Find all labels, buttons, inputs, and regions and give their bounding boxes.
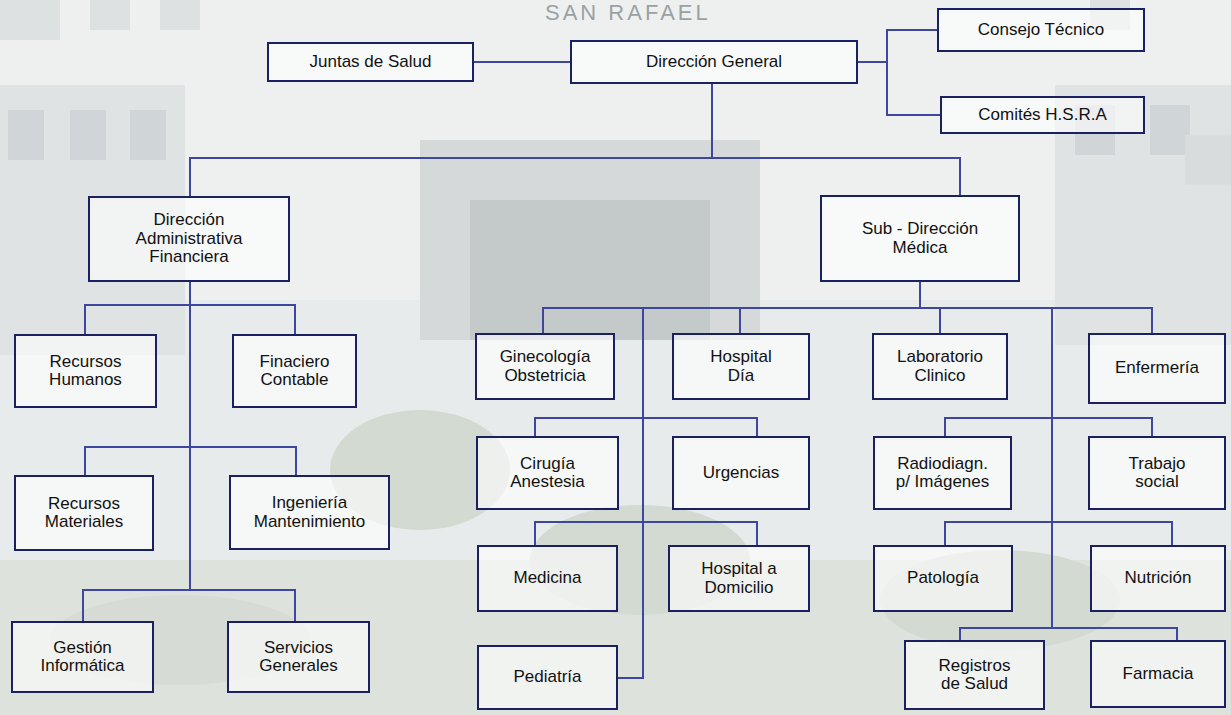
box-label: Servicios Generales (235, 639, 362, 676)
org-box: Urgencias (672, 436, 810, 510)
org-box: Laboratorio Clinico (872, 333, 1008, 400)
box-label: Recursos Humanos (22, 353, 149, 390)
org-connector (190, 282, 295, 621)
org-box: Dirección Administrativa Financiera (88, 196, 290, 282)
window (160, 0, 200, 30)
org-box: Nutrición (1090, 545, 1226, 612)
org-box: Enfermería (1088, 333, 1226, 404)
org-box: Patología (873, 545, 1013, 612)
org-box: Gestión Informática (11, 621, 154, 693)
box-label: Patología (907, 569, 979, 587)
box-label: Dirección General (646, 53, 782, 71)
box-label: Ingeniería Mantenimiento (237, 494, 382, 531)
org-box: Medicina (477, 545, 618, 612)
org-box: Dirección General (570, 40, 858, 84)
window (70, 110, 106, 160)
org-box: Ingeniería Mantenimiento (229, 475, 390, 550)
window (0, 0, 60, 40)
box-label: Registros de Salud (930, 657, 1020, 694)
box-label: Recursos Materiales (22, 495, 146, 532)
box-label: Juntas de Salud (310, 53, 432, 71)
box-label: Trabajo social (1117, 455, 1197, 492)
org-box: Trabajo social (1088, 436, 1226, 510)
box-label: Finaciero Contable (240, 353, 349, 390)
entrance-door (470, 200, 710, 340)
window (8, 110, 44, 160)
org-box: Registros de Salud (904, 640, 1045, 710)
org-connector (83, 282, 190, 621)
box-label: Sub - Dirección Médica (850, 220, 990, 257)
box-label: Comités H.S.R.A (978, 106, 1106, 124)
building-sign: SAN RAFAEL (545, 0, 711, 26)
org-box: Cirugía Anestesia (476, 436, 619, 510)
org-connector (474, 61, 570, 63)
window (1150, 105, 1190, 155)
box-label: Medicina (513, 569, 581, 587)
org-box: Farmacia (1090, 640, 1226, 708)
org-box: Recursos Materiales (14, 475, 154, 551)
box-label: Farmacia (1123, 665, 1194, 683)
org-box: Hospital a Domicilio (668, 545, 810, 612)
org-box: Hospital Día (672, 333, 810, 400)
box-label: Enfermería (1115, 359, 1199, 377)
org-connector (858, 30, 937, 62)
window (130, 110, 166, 160)
org-box: Pediatría (477, 645, 618, 710)
org-box: Comités H.S.R.A (940, 96, 1145, 134)
org-box: Recursos Humanos (14, 334, 157, 408)
org-connector (712, 84, 960, 195)
box-label: Dirección Administrativa Financiera (114, 211, 264, 266)
box-label: Gestión Informática (19, 639, 146, 676)
org-box: Juntas de Salud (267, 42, 474, 82)
org-connector (190, 84, 712, 196)
org-box: Radiodiagn. p/ Imágenes (873, 436, 1012, 510)
box-label: Hospital Día (701, 348, 781, 385)
org-box: Consejo Técnico (937, 8, 1145, 52)
window (90, 0, 130, 30)
box-label: Urgencias (703, 464, 780, 482)
box-label: Hospital a Domicilio (697, 560, 782, 597)
org-connector (85, 282, 190, 334)
window (1185, 135, 1231, 185)
org-connector (190, 282, 295, 334)
box-label: Pediatría (513, 668, 581, 686)
box-label: Ginecología Obstetricia (483, 348, 607, 385)
org-connector (858, 62, 940, 115)
box-label: Radiodiagn. p/ Imágenes (893, 455, 993, 492)
org-box: Ginecología Obstetricia (475, 333, 615, 400)
box-label: Consejo Técnico (978, 21, 1104, 39)
org-box: Sub - Dirección Médica (820, 195, 1020, 282)
box-label: Nutrición (1124, 569, 1191, 587)
org-box: Servicios Generales (227, 621, 370, 693)
box-label: Cirugía Anestesia (484, 455, 611, 492)
entrance-canopy (420, 140, 760, 340)
box-label: Laboratorio Clinico (880, 348, 1000, 385)
org-box: Finaciero Contable (232, 334, 357, 408)
